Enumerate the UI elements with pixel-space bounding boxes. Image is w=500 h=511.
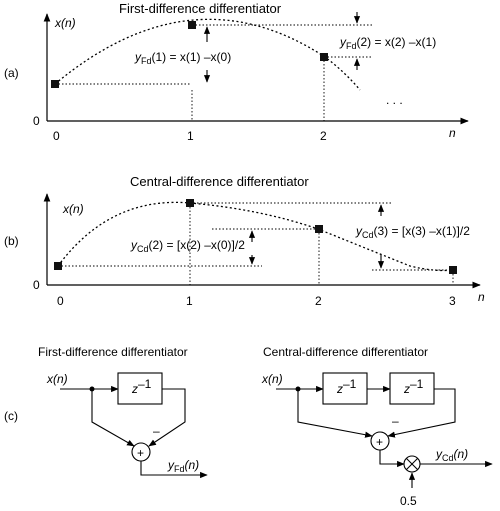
right-output-label: yCd(n)	[435, 447, 468, 463]
panel-a-tick-0: 0	[53, 129, 60, 143]
panel-a-sample-0	[51, 80, 59, 88]
panel-b: (b) Central-difference differentiator x(…	[4, 174, 485, 308]
left-delay-label: z–1	[131, 377, 152, 396]
panel-a-tag: (a)	[4, 66, 19, 80]
panel-b-title: Central-difference differentiator	[130, 174, 309, 189]
panel-a-sample-2	[320, 53, 328, 61]
right-input-label: x(n)	[261, 372, 283, 386]
panel-b-sample-3	[449, 266, 457, 274]
panel-b-eq2: yCd(3) = [x(3) –x(1)]/2	[355, 224, 470, 240]
panel-a-y-label: x(n)	[54, 16, 76, 30]
panel-a-tick-2: 2	[320, 129, 327, 143]
central-difference-block-diagram: Central-difference differentiator x(n) z…	[261, 345, 493, 508]
left-direct-path	[91, 389, 135, 447]
right-summer-minus: –	[392, 414, 399, 428]
panel-c-tag: (c)	[4, 409, 18, 423]
panel-b-sample-1	[186, 199, 194, 207]
first-difference-block-diagram: First-difference differentiator x(n) z–1…	[38, 345, 208, 479]
panel-b-tag: (b)	[4, 234, 19, 248]
right-diagram-title: Central-difference differentiator	[263, 345, 428, 359]
panel-b-tick-3: 3	[449, 294, 456, 308]
right-delay-label-2: z–1	[403, 377, 424, 396]
panel-a-sample-1	[188, 21, 196, 29]
left-output-line	[140, 461, 208, 479]
panel-b-x-label: n	[478, 290, 485, 304]
left-summer-plus: +	[137, 446, 144, 460]
panel-a-x-label: n	[449, 126, 456, 140]
right-direct-path	[297, 389, 373, 438]
panel-a-eq1: yFd(1) = x(1) –x(0)	[134, 50, 231, 66]
panel-b-signal-curve	[57, 201, 454, 272]
panel-a-signal-curve	[54, 18, 361, 91]
left-input-label: x(n)	[46, 372, 68, 386]
right-gain-label: 0.5	[400, 494, 417, 508]
panel-a: (a) First-difference differentiator x(n)…	[4, 1, 469, 143]
panel-b-origin: 0	[33, 278, 40, 292]
panel-b-sample-0	[54, 262, 62, 270]
left-delayed-path	[148, 388, 186, 447]
panel-a-tick-1: 1	[187, 129, 194, 143]
panel-b-tick-2: 2	[315, 294, 322, 308]
left-diagram-title: First-difference differentiator	[38, 345, 188, 359]
right-multiplier-cross	[406, 458, 418, 470]
left-output-label: yFd(n)	[167, 458, 199, 474]
panel-a-eq2: yFd(2) = x(2) –x(1)	[339, 35, 436, 51]
panel-a-title: First-difference differentiator	[119, 1, 282, 16]
panel-b-tick-0: 0	[57, 294, 64, 308]
panel-a-origin: 0	[33, 114, 40, 128]
panel-b-sample-2	[315, 225, 323, 233]
panel-a-ellipsis: . . .	[386, 93, 403, 107]
right-summer-plus: +	[376, 435, 383, 449]
right-delayed-path	[387, 388, 456, 438]
panel-b-eq1: yCd(2) = [x(2) –x(0)]/2	[130, 238, 245, 254]
right-delay-block-1	[322, 372, 368, 405]
panel-b-tick-1: 1	[186, 294, 193, 308]
panel-c: (c) First-difference differentiator x(n)…	[4, 345, 493, 508]
panel-b-y-label: x(n)	[62, 202, 84, 216]
right-delay-label-1: z–1	[336, 377, 357, 396]
left-delay-block	[117, 372, 163, 405]
right-sum-to-mult	[379, 450, 405, 468]
left-summer-minus: –	[153, 424, 160, 438]
